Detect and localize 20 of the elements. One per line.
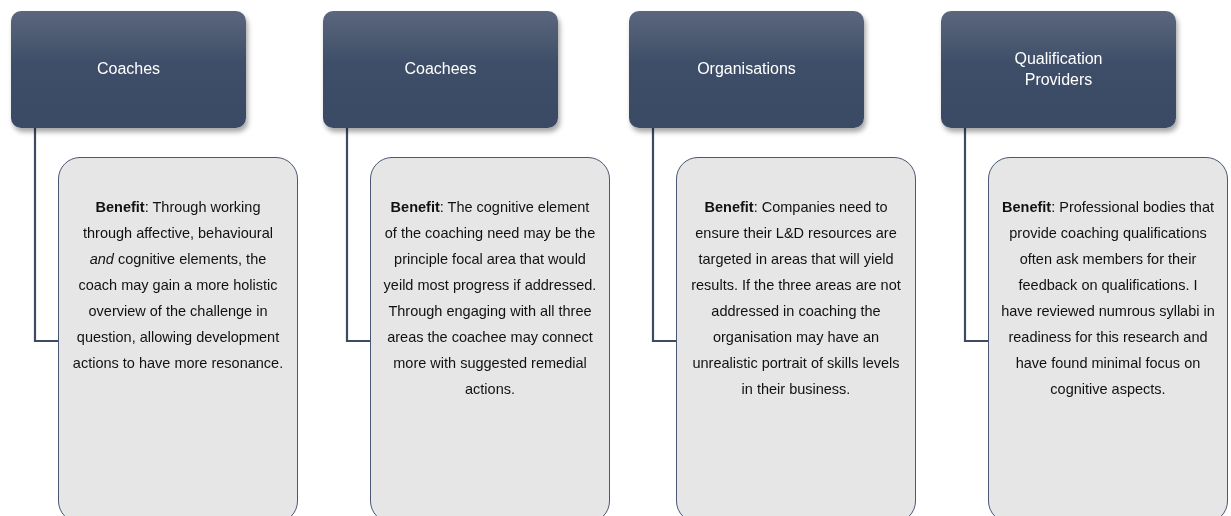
benefit-box [676, 157, 916, 516]
category-title: Coaches [96, 59, 161, 80]
connector-line [345, 128, 370, 343]
benefit-text: Benefit: Companies need to ensure their L&D resources are targeted in areas that will yield results. If the three areas are not addressed in coaching the organisation may have an unrealistic portrait of skills levels in their business. [690, 198, 902, 399]
category-title: Qualification Providers [1013, 48, 1104, 90]
benefit-text: Benefit: Professional bodies that provide coaching qualifications often ask members for their feedback on qualifications. I have reviewed numrous syllabi in readiness for this research and have found minimal focus on cognitive aspects. [1001, 198, 1215, 399]
category-box [323, 11, 558, 128]
category-box [629, 11, 864, 128]
connector-line [963, 128, 988, 343]
benefit-box [370, 157, 610, 516]
benefit-text: Benefit: Through working through affective, behavioural and cognitive elements, the coach may gain a more holistic overview of the challenge in question, allowing development actions to have more resonance. [71, 198, 285, 373]
category-box [11, 11, 246, 128]
category-box [941, 11, 1176, 128]
connector-line [651, 128, 676, 343]
benefit-box [58, 157, 298, 516]
connector-line [33, 128, 58, 343]
category-title: Coachees [404, 59, 477, 80]
category-title: Organisations [697, 59, 796, 80]
benefit-text: Benefit: The cognitive element of the coaching need may be the principle focal area that would yeild most progress if addressed. Through engaging with all three areas the coachee may connect more with suggested remedial actions. [383, 198, 597, 399]
benefit-box [988, 157, 1228, 516]
